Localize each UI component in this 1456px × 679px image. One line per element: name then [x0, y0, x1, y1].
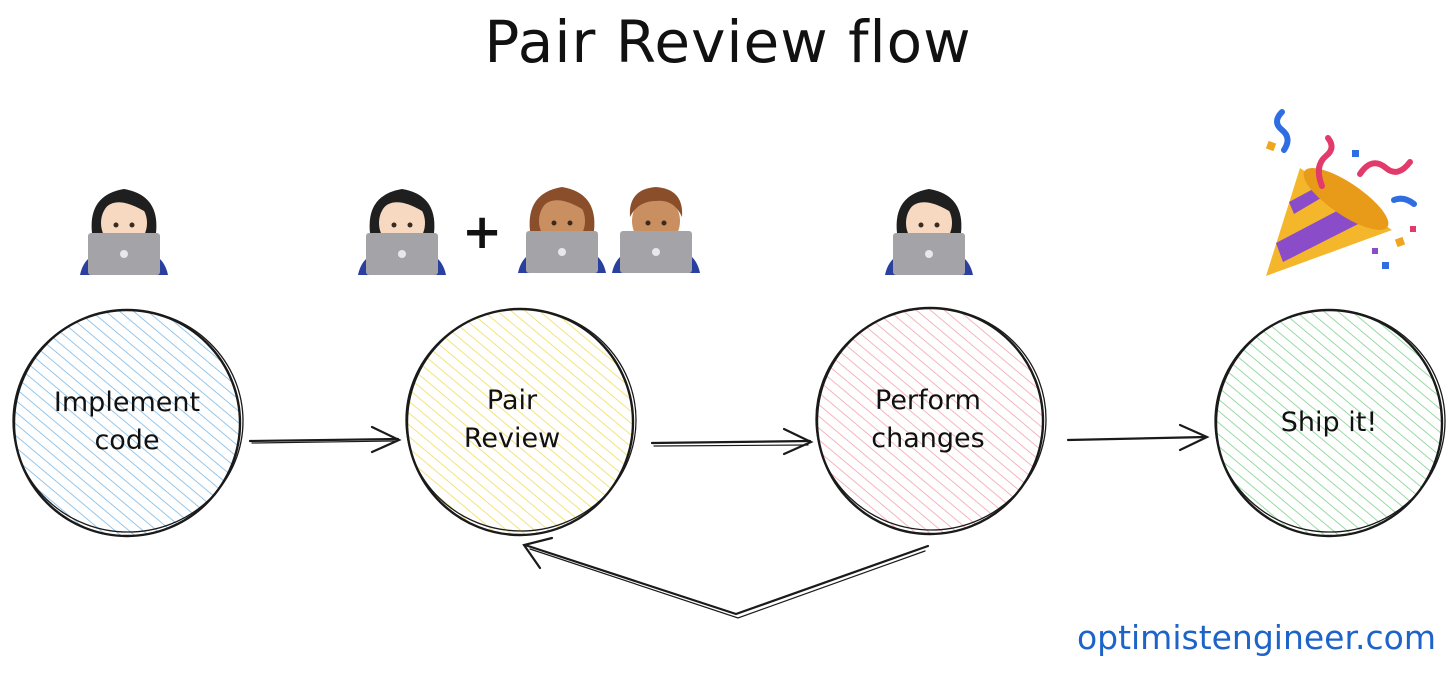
arrow-review-to-changes	[650, 427, 814, 456]
site-watermark: optimistengineer.com	[1076, 618, 1436, 657]
developer-woman-medium-icon	[518, 187, 606, 273]
node-label-perform-changes: Perform changes	[828, 382, 1028, 458]
node-label-line: changes	[871, 423, 985, 454]
developer-woman-icon	[358, 189, 446, 275]
developer-man-medium-icon	[612, 187, 700, 273]
arrow-changes-back-to-review	[522, 536, 930, 619]
node-perform-changes	[815, 306, 1047, 536]
arrow-changes-to-ship	[1066, 423, 1210, 452]
developer-woman-icon	[885, 189, 973, 275]
node-label-line: Implement	[53, 387, 201, 418]
node-label-line: Ship it!	[1280, 407, 1378, 438]
node-label-pair-review: Pair Review	[412, 382, 612, 458]
party-popper-icon	[1265, 109, 1417, 276]
diagram-title: Pair Review flow	[484, 8, 972, 76]
node-label-implement-code: Implement code	[27, 384, 227, 460]
node-ship-it	[1214, 308, 1446, 538]
plus-sign: +	[462, 204, 503, 260]
node-label-ship-it: Ship it!	[1229, 404, 1429, 442]
node-label-line: Review	[463, 423, 561, 454]
node-implement-code	[12, 308, 244, 538]
node-label-line: Perform	[875, 385, 981, 416]
developer-woman-icon	[80, 189, 168, 275]
node-pair-review	[405, 307, 637, 537]
node-label-line: code	[94, 425, 160, 456]
node-label-line: Pair	[486, 385, 538, 416]
arrow-implement-to-review	[248, 425, 402, 454]
